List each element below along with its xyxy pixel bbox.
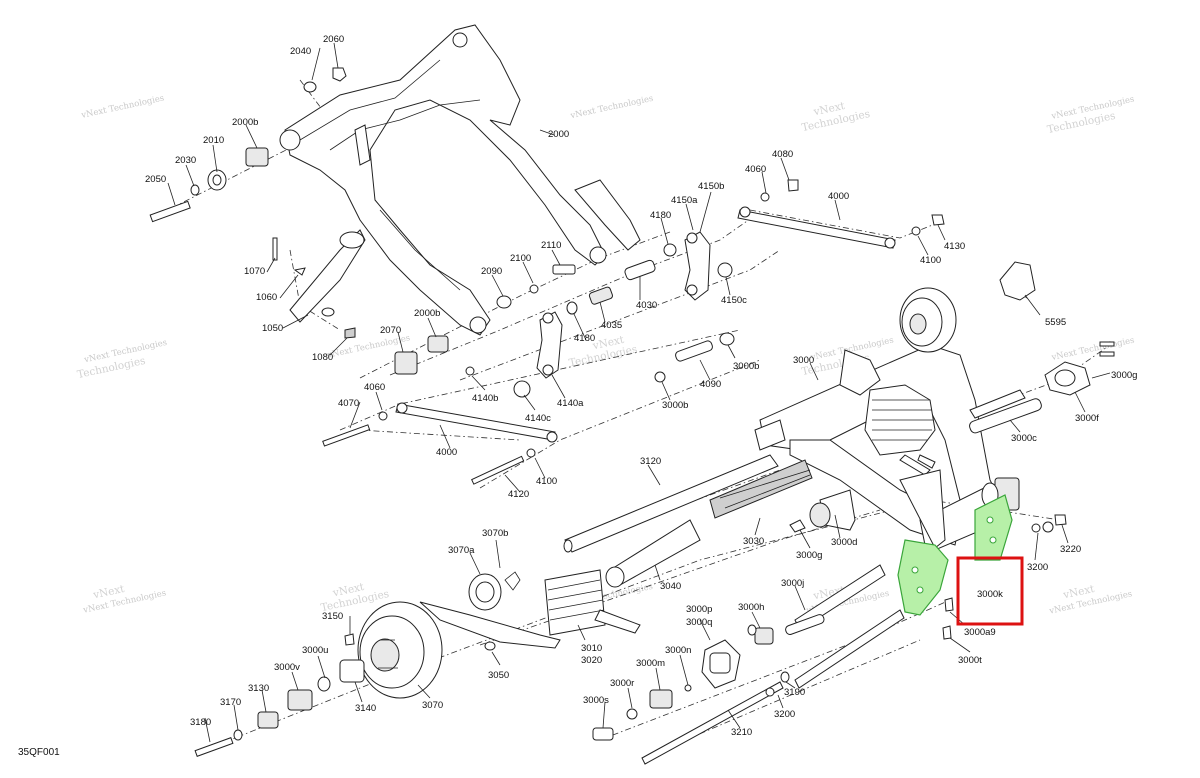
main-frame-3000 [754,287,1026,551]
part-label: 3000g [1111,370,1137,381]
part-label: 4080 [772,149,793,160]
part-label: 2000b [232,117,258,128]
shafts-springs [419,454,905,765]
bracket-3000k [897,494,1013,616]
part-label: 3190 [784,687,805,698]
part-label: 4120 [508,489,529,500]
upper-arm-assembly [279,24,641,336]
part-label: 2090 [481,266,502,277]
part-label: 1070 [244,266,265,277]
part-label: 4140a [557,398,584,409]
part-label: 2030 [175,155,196,166]
right-side-parts [789,261,1115,640]
part-labels: 2060 2040 2000b 2010 2030 2050 2000 1070… [145,34,1137,738]
part-label: 4180 [574,333,595,344]
part-label: 5595 [1045,317,1066,328]
part-label: 4140c [525,413,551,424]
small-parts-2000 [149,67,576,375]
part-label: 3040 [660,581,681,592]
part-label: 3140 [355,703,376,714]
part-label: 4030 [636,300,657,311]
arm-2000 [284,24,606,336]
part-label: 3180 [190,717,211,728]
part-label: 3000j [781,578,804,589]
part-label: 4070 [338,398,359,409]
part-label: 3000t [958,655,982,666]
part-label: 4090 [700,379,721,390]
part-label: 3070 [422,700,443,711]
part-label: 3210 [731,727,752,738]
part-label: 3030 [743,536,764,547]
highlight-box [956,556,1024,626]
part-label: 2100 [510,253,531,264]
watermark-text: vNext Technologies [80,93,166,121]
part-label: 3000m [636,658,665,669]
highlighted-part-label: 3000k [977,589,1003,600]
part-label: 3070b [482,528,508,539]
part-label: 4150a [671,195,698,206]
part-label: 1080 [312,352,333,363]
part-label: 4100 [920,255,941,266]
part-label: 3000r [610,678,634,689]
part-label: 4140b [472,393,498,404]
part-label: 2110 [541,240,561,251]
part-label: 3000a9 [964,627,996,638]
watermark-text: vNext Technologies [569,94,655,122]
part-label: 2050 [145,174,166,185]
part-label: 3050 [488,670,509,681]
part-label: 3000v [274,662,300,673]
part-label: 3000 [793,355,814,366]
part-label: 3000d [831,537,857,548]
part-label: 2070 [380,325,401,336]
part-label: 3220 [1060,544,1081,555]
part-label: 3000b [662,400,688,411]
part-label: 2010 [203,135,224,146]
part-label: 4060 [364,382,385,393]
diagram-reference: 35QF001 [18,747,60,758]
part-label: 3200 [1027,562,1048,573]
part-label: 3150 [322,611,343,622]
part-label: 2000b [414,308,440,319]
part-label: 3000g [796,550,822,561]
part-label: 3130 [248,683,269,694]
part-label: 3200 [774,709,795,720]
part-label: 4150b [698,181,724,192]
part-label: 3070a [448,545,475,556]
link-rods [322,179,945,485]
part-label: 2000 [548,129,569,140]
part-label: 1060 [256,292,277,303]
part-label: 3000h [738,602,764,613]
part-label: 3020 [581,655,602,666]
part-label: 3000s [583,695,609,706]
wheel-assembly [194,601,496,757]
watermark-text: vNext Technologies [1050,336,1136,364]
part-label: 3000u [302,645,328,656]
part-label: 4100 [536,476,557,487]
part-label: 3000n [665,645,691,656]
part-label: 4000 [828,191,849,202]
part-label: 4150c [721,295,747,306]
part-label: 3120 [640,456,661,467]
part-label: 1050 [262,323,283,334]
part-label: 4060 [745,164,766,175]
lower-middle-parts [592,614,825,741]
part-label: 4000 [436,447,457,458]
part-label: 3000f [1075,413,1099,424]
part-label: 4130 [944,241,965,252]
part-label: 4180 [650,210,671,221]
part-label: 3000b [733,361,759,372]
part-label: 3010 [581,643,602,654]
part-label: 3000q [686,617,712,628]
part-label: 3000p [686,604,712,615]
part-label: 3170 [220,697,241,708]
part-label: 2060 [323,34,344,45]
part-label: 3000c [1011,433,1037,444]
part-label: 2040 [290,46,311,57]
part-label: 4035 [601,320,622,331]
